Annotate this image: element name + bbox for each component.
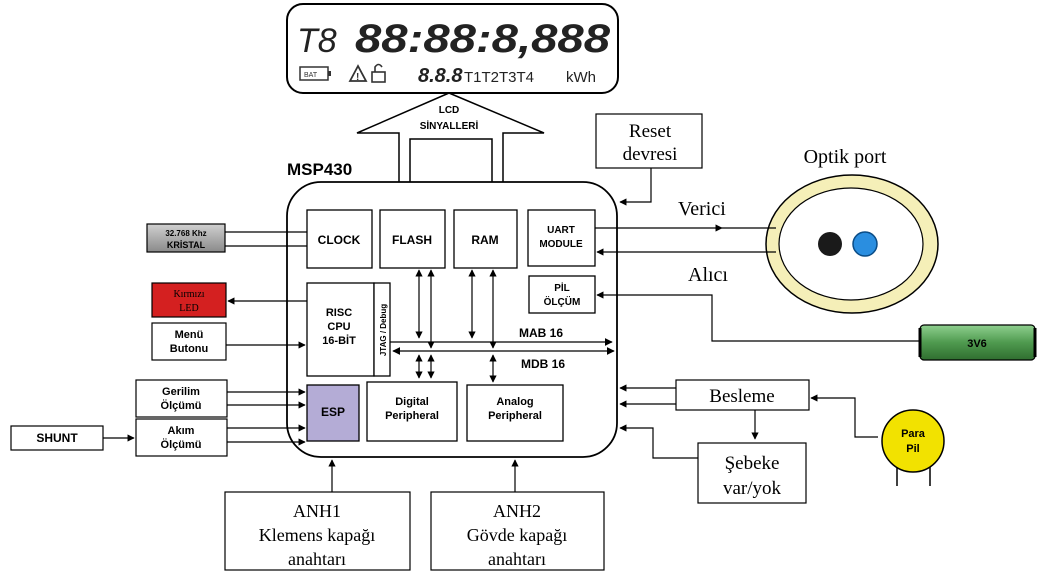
svg-text:Ölçümü: Ölçümü xyxy=(161,399,202,412)
mab-bus: MAB 16 xyxy=(390,326,613,346)
svg-text:Peripheral: Peripheral xyxy=(488,410,542,422)
menu-button-block: Menü Butonu xyxy=(151,322,227,361)
svg-text:LED: LED xyxy=(179,303,198,314)
svg-text:16-BİT: 16-BİT xyxy=(322,334,356,347)
besleme-block: Besleme xyxy=(675,379,810,411)
svg-text:BAT: BAT xyxy=(304,72,318,79)
lcd-signals-arrow: LCD SİNYALLERİ xyxy=(356,92,545,186)
lcd-digits: 88:88:8,888 xyxy=(355,17,611,61)
lcd-tariff-labels: T1T2T3T4 xyxy=(464,69,534,86)
svg-text:KRİSTAL: KRİSTAL xyxy=(167,240,206,250)
svg-text:ANH2: ANH2 xyxy=(493,501,541,521)
voltage-measure-block: Gerilim Ölçümü xyxy=(135,379,228,418)
svg-text:ÖLÇÜM: ÖLÇÜM xyxy=(544,295,581,308)
mdb-label: MDB 16 xyxy=(521,357,565,371)
svg-text:Gerilim: Gerilim xyxy=(162,386,200,398)
svg-text:PİL: PİL xyxy=(554,281,570,294)
ram-block: RAM xyxy=(453,209,518,269)
mab-label: MAB 16 xyxy=(519,326,563,340)
battery-icon: BAT xyxy=(299,66,331,81)
svg-text:SHUNT: SHUNT xyxy=(36,431,78,445)
lcd-tariff: T8 xyxy=(297,22,337,60)
svg-text:FLASH: FLASH xyxy=(392,233,432,247)
uart-module-block: UART MODULE xyxy=(527,209,596,267)
lcd-signals-label-1: LCD xyxy=(439,105,460,116)
svg-text:Digital: Digital xyxy=(395,396,429,408)
svg-text:Analog: Analog xyxy=(496,396,533,408)
crystal-block: 32.768 Khz KRİSTAL xyxy=(146,223,226,253)
shunt-block: SHUNT xyxy=(10,425,104,451)
svg-text:Butonu: Butonu xyxy=(170,343,208,355)
svg-text:Reset: Reset xyxy=(629,121,672,142)
digital-peripheral-block: Digital Peripheral xyxy=(366,381,458,442)
svg-text:RAM: RAM xyxy=(471,233,498,247)
svg-text:devresi: devresi xyxy=(623,144,678,165)
reset-circuit-block: Reset devresi xyxy=(595,113,703,169)
svg-text:ANH1: ANH1 xyxy=(293,501,341,521)
svg-text:3V6: 3V6 xyxy=(967,338,987,350)
svg-text:Akım: Akım xyxy=(168,425,195,437)
svg-text:CLOCK: CLOCK xyxy=(318,233,361,247)
anh2-switch-block: ANH2 Gövde kapağı anahtarı xyxy=(430,491,605,571)
svg-text:Gövde kapağı: Gövde kapağı xyxy=(467,525,567,545)
mdb-bus: MDB 16 xyxy=(392,347,615,371)
lcd-signals-label-2: SİNYALLERİ xyxy=(420,119,479,132)
svg-text:var/yok: var/yok xyxy=(723,478,782,499)
alici-label: Alıcı xyxy=(688,264,728,286)
red-led-block: Kırmızı LED xyxy=(151,282,227,318)
svg-text:Pil: Pil xyxy=(906,443,919,455)
esp-block: ESP xyxy=(306,384,360,442)
svg-text:ESP: ESP xyxy=(321,405,345,419)
optical-transmitter-dot xyxy=(852,231,878,257)
svg-text:Para: Para xyxy=(901,428,926,440)
optical-port-label: Optik port xyxy=(804,146,887,168)
current-measure-block: Akım Ölçümü xyxy=(135,418,228,457)
verici-label: Verici xyxy=(678,198,726,220)
svg-text:Şebeke: Şebeke xyxy=(725,453,780,474)
svg-text:Kırmızı: Kırmızı xyxy=(173,289,204,300)
lcd-unit: kWh xyxy=(566,69,596,86)
clock-block: CLOCK xyxy=(306,209,373,269)
flash-block: FLASH xyxy=(379,209,446,269)
sebeke-block: Şebeke var/yok xyxy=(697,442,807,504)
lcd-display: T8 88:88:8,888 BAT ! 8.8.8 T1T2T3T4 kWh xyxy=(286,3,619,94)
anh1-switch-block: ANH1 Klemens kapağı anahtarı xyxy=(224,491,411,571)
svg-text:!: ! xyxy=(356,72,359,83)
svg-text:anahtarı: anahtarı xyxy=(488,549,546,569)
lock-icon xyxy=(371,63,386,83)
svg-text:Klemens kapağı: Klemens kapağı xyxy=(259,525,375,545)
mcu-title: MSP430 xyxy=(287,160,352,179)
analog-peripheral-block: Analog Peripheral xyxy=(466,384,564,442)
para-pil: Para Pil xyxy=(881,409,945,486)
battery-3v6: 3V6 xyxy=(918,324,1037,361)
svg-text:32.768 Khz: 32.768 Khz xyxy=(165,229,206,238)
svg-text:CPU: CPU xyxy=(327,321,350,333)
pil-olcum-block: PİL ÖLÇÜM xyxy=(528,275,596,314)
optical-port: Optik port xyxy=(765,146,939,314)
cpu-block: RISC CPU 16-BİT xyxy=(306,282,375,377)
svg-text:Menü: Menü xyxy=(175,329,204,341)
svg-text:UART: UART xyxy=(547,225,575,236)
lcd-small-digits: 8.8.8 xyxy=(418,65,463,87)
bus-connectors xyxy=(415,269,497,383)
jtag-block: JTAG / Debug xyxy=(373,282,391,377)
svg-text:Ölçümü: Ölçümü xyxy=(161,438,202,451)
svg-text:Besleme: Besleme xyxy=(709,386,774,407)
svg-text:anahtarı: anahtarı xyxy=(288,549,346,569)
svg-text:MODULE: MODULE xyxy=(539,239,583,250)
warning-icon: ! xyxy=(348,64,368,83)
svg-text:JTAG / Debug: JTAG / Debug xyxy=(379,304,388,356)
svg-text:Peripheral: Peripheral xyxy=(385,410,439,422)
optical-receiver-dot xyxy=(818,232,842,256)
svg-text:RISC: RISC xyxy=(326,307,352,319)
